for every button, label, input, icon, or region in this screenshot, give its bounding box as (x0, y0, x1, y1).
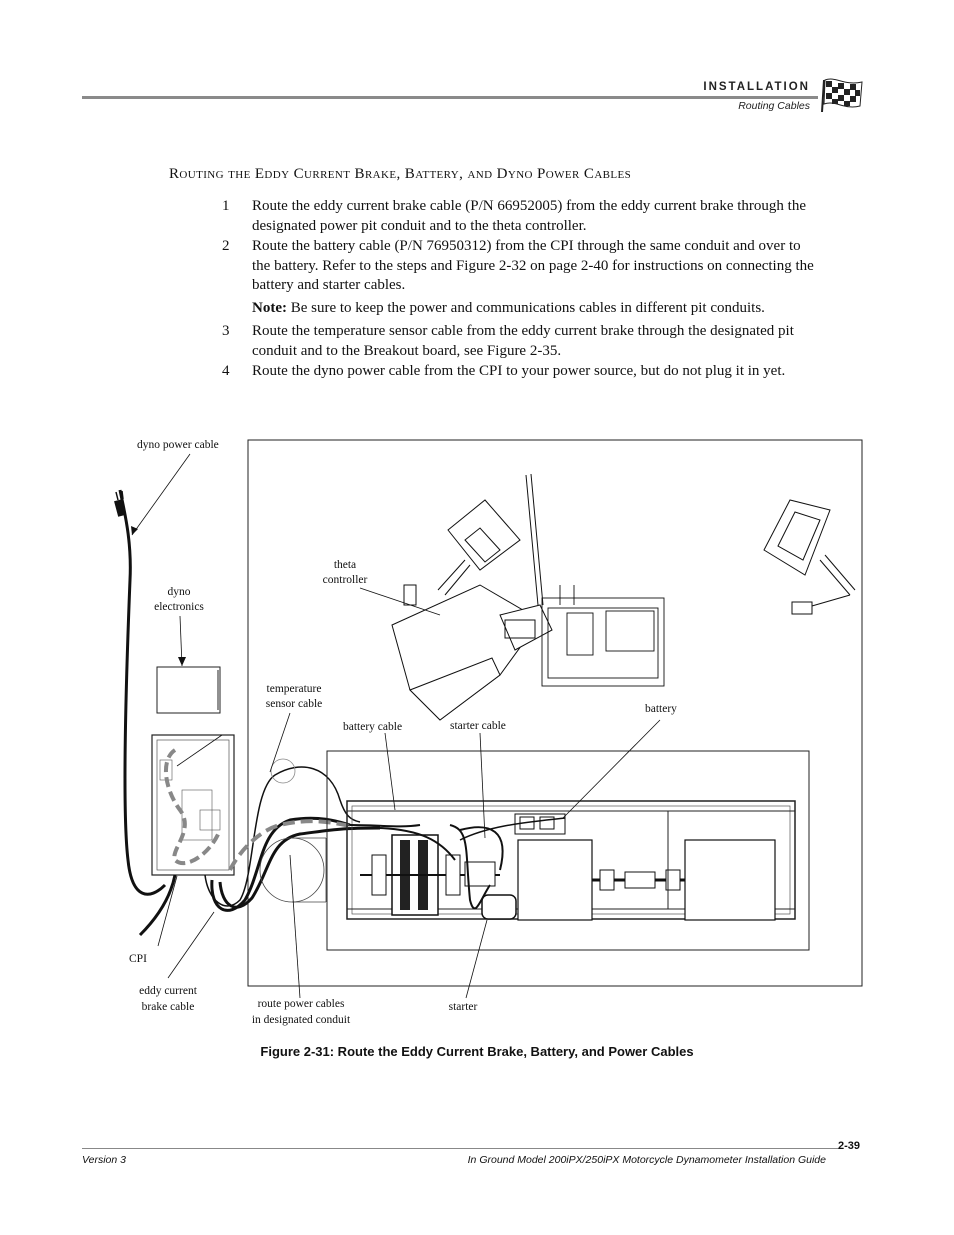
step-number: 3 (222, 323, 230, 339)
list-item: 1 Route the eddy current brake cable (P/… (222, 197, 822, 236)
section-title: Routing the Eddy Current Brake, Battery,… (169, 166, 632, 182)
header-subsection: Routing Cables (738, 100, 810, 112)
step-number: 1 (222, 198, 230, 214)
label-temperature-sensor-cable: temperature (267, 683, 322, 695)
note-text: Be sure to keep the power and communicat… (286, 299, 765, 316)
list-item: 4 Route the dyno power cable from the CP… (222, 362, 822, 382)
label-temperature-sensor-cable: sensor cable (266, 698, 323, 710)
checkered-flag-icon (821, 78, 863, 113)
list-item: 3 Route the temperature sensor cable fro… (222, 322, 822, 361)
step-number: 2 (222, 238, 230, 254)
footer-version: Version 3 (82, 1154, 126, 1166)
step-text: Route the dyno power cable from the CPI … (252, 363, 786, 379)
label-cpi: CPI (129, 953, 147, 965)
step-text: Route the battery cable (P/N 76950312) f… (252, 238, 814, 293)
label-route-power-cables: route power cables (258, 998, 345, 1010)
label-dyno-power-cable: dyno power cable (137, 439, 219, 451)
steps-list: 1 Route the eddy current brake cable (P/… (222, 197, 822, 383)
installation-diagram: dyno power cable dyno electronics theta … (114, 439, 863, 1026)
step-number: 4 (222, 363, 230, 379)
label-battery-cable: battery cable (343, 721, 402, 733)
label-battery: battery (645, 703, 677, 715)
step-text: Route the temperature sensor cable from … (252, 323, 794, 359)
label-eddy-current-brake-cable: brake cable (142, 1001, 195, 1013)
note: Note: Be sure to keep the power and comm… (222, 299, 822, 319)
header-section: INSTALLATION (703, 81, 810, 93)
page-number: 2-39 (838, 1140, 861, 1152)
label-starter: starter (449, 1001, 478, 1013)
label-theta-controller: theta (334, 559, 356, 571)
label-starter-cable: starter cable (450, 720, 506, 732)
label-theta-controller: controller (323, 574, 368, 586)
label-dyno-electronics: electronics (154, 601, 204, 613)
note-label: Note: (252, 299, 287, 316)
figure-caption: Figure 2-31: Route the Eddy Current Brak… (260, 1044, 694, 1059)
list-item: 2 Route the battery cable (P/N 76950312)… (222, 237, 822, 296)
label-eddy-current-brake-cable: eddy current (139, 985, 198, 997)
label-dyno-electronics: dyno (168, 586, 191, 598)
step-text: Route the eddy current brake cable (P/N … (252, 198, 806, 234)
footer-document-title: In Ground Model 200iPX/250iPX Motorcycle… (467, 1154, 826, 1166)
footer-rule (82, 1148, 842, 1149)
label-route-power-cables: in designated conduit (252, 1014, 351, 1026)
header-rule (82, 96, 818, 99)
